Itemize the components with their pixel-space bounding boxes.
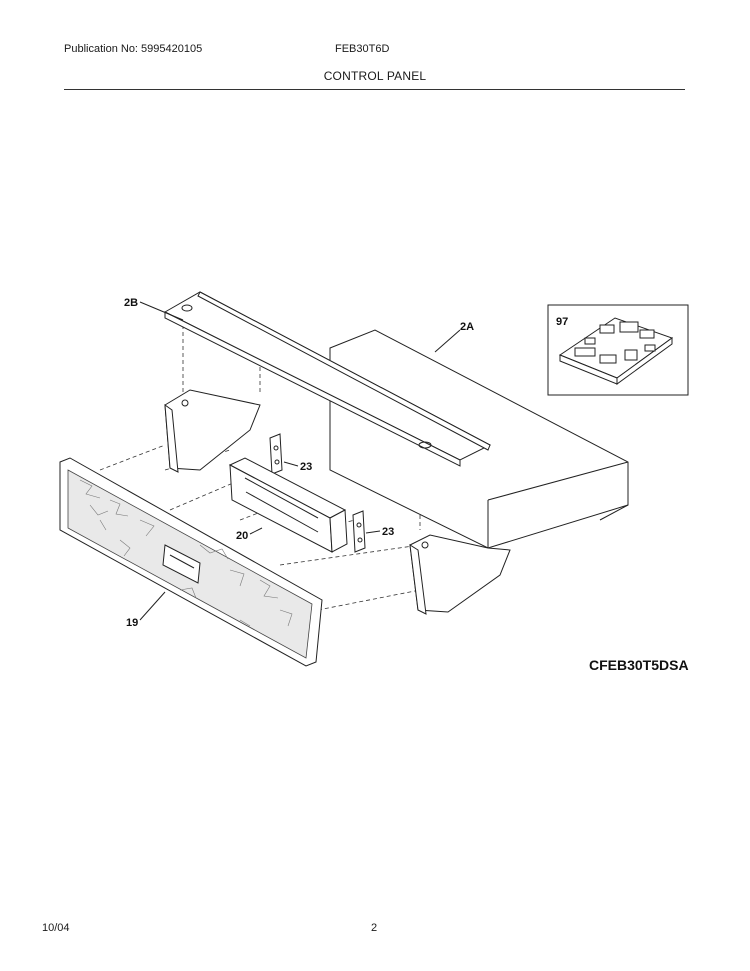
callout-23-lower: 23 bbox=[382, 526, 394, 538]
footer-page-number: 2 bbox=[371, 922, 378, 934]
footer-date: 10/04 bbox=[42, 922, 70, 934]
control-board-97 bbox=[558, 317, 674, 385]
inset-box-97 bbox=[547, 304, 689, 396]
console-panel-19 bbox=[59, 457, 323, 667]
top-cover-2 bbox=[163, 291, 492, 467]
bracket-23-upper bbox=[269, 433, 283, 475]
bracket-23-lower bbox=[352, 510, 366, 553]
callout-97: 97 bbox=[556, 316, 568, 328]
control-module-20 bbox=[228, 457, 348, 553]
left-end-bracket bbox=[164, 389, 261, 473]
callout-23-upper: 23 bbox=[300, 461, 312, 473]
callout-2a: 2A bbox=[460, 321, 474, 333]
publication-number: Publication No: 5995420105 bbox=[64, 43, 203, 55]
callout-20: 20 bbox=[236, 530, 248, 542]
leader-lines bbox=[139, 301, 461, 621]
callout-2b: 2B bbox=[124, 297, 138, 309]
diagram-code: CFEB30T5DSA bbox=[589, 657, 689, 673]
header-rule bbox=[64, 89, 685, 90]
callout-19: 19 bbox=[126, 617, 138, 629]
right-end-bracket bbox=[409, 534, 511, 615]
section-title: CONTROL PANEL bbox=[323, 69, 427, 83]
model-number: FEB30T6D bbox=[335, 43, 390, 55]
